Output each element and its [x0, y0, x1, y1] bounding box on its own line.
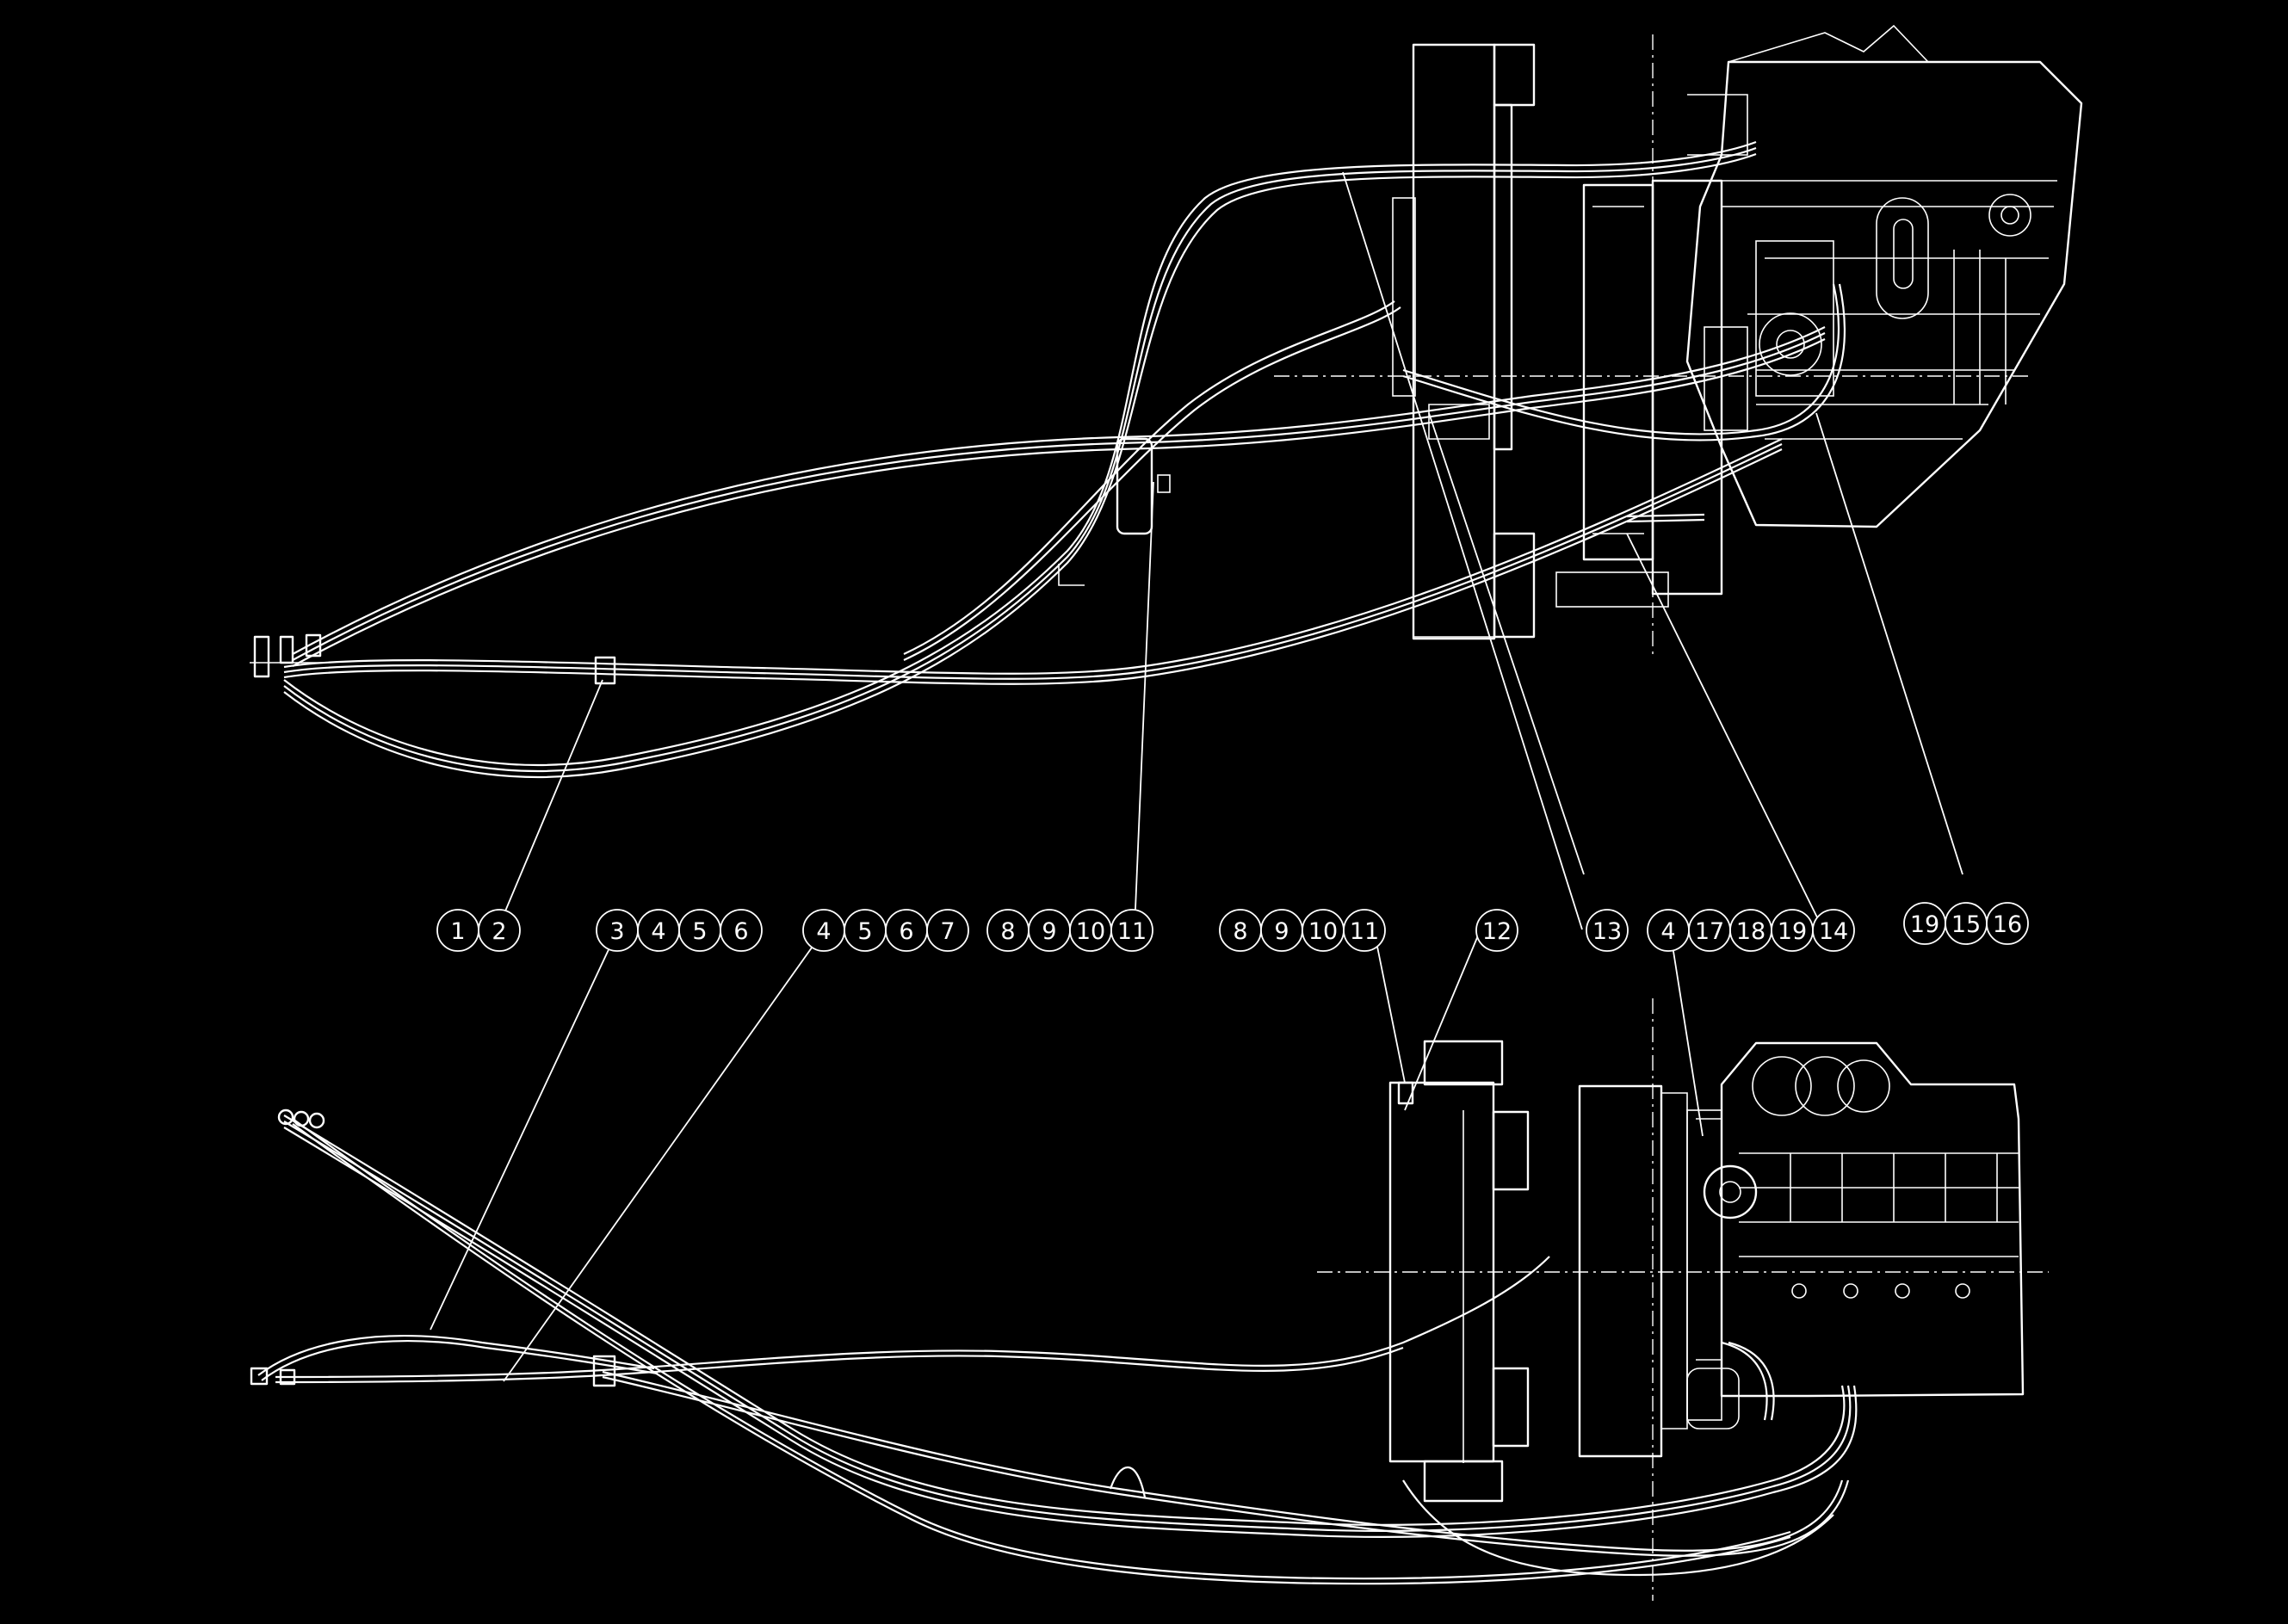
top-engine: [1685, 24, 2083, 528]
leader-lines: [430, 171, 1963, 1382]
callout-number: 9: [1274, 918, 1289, 945]
callout-number: 5: [692, 918, 707, 945]
bottom-engine: [1686, 1041, 2025, 1429]
top-hoses: [250, 140, 1846, 778]
callout-number: 16: [1993, 911, 2022, 938]
callout-circle: [1812, 909, 1855, 952]
callout-number: 14: [1819, 918, 1848, 945]
callout-number: 12: [1482, 918, 1512, 945]
callout-group-g7: 13: [1586, 909, 1629, 952]
callout-circle: [1986, 902, 2029, 945]
callout-circle: [1110, 909, 1153, 952]
callout-circle: [1343, 909, 1386, 952]
callout-number: 8: [1233, 918, 1247, 945]
callout-number: 18: [1736, 918, 1765, 945]
callout-number: 17: [1695, 918, 1724, 945]
top-radiator: [1392, 43, 1536, 640]
callout-number: 2: [492, 918, 506, 945]
bottom-hoses: [250, 1081, 1858, 1585]
callout-number: 4: [651, 918, 665, 945]
callout-number: 10: [1076, 918, 1105, 945]
callout-number: 10: [1308, 918, 1338, 945]
callout-number: 6: [733, 918, 748, 945]
callout-circle: [1586, 909, 1629, 952]
top-view: [250, 24, 2083, 778]
callout-number: 19: [1778, 918, 1807, 945]
callout-number: 4: [1660, 918, 1675, 945]
callout-number: 11: [1350, 918, 1379, 945]
bottom-view: [250, 998, 2049, 1601]
top-fan-shroud: [1555, 179, 1723, 608]
bottom-radiator: [1388, 1040, 1530, 1503]
callout-number: 11: [1117, 918, 1147, 945]
callout-number: 9: [1042, 918, 1056, 945]
callout-number: 3: [609, 918, 624, 945]
callout-circle: [1475, 909, 1518, 952]
callout-group-g6: 12: [1475, 909, 1518, 952]
callout-group-g9: 19 15 16: [1903, 902, 2029, 945]
callout-circle: [478, 909, 521, 952]
callout-number: 6: [899, 918, 913, 945]
callout-number: 5: [857, 918, 872, 945]
callout-group-g8: 4 17 18 19 14: [1647, 909, 1855, 952]
bottom-fan-shroud: [1578, 1084, 1722, 1458]
callout-number: 1: [450, 918, 465, 945]
callout-number: 8: [1000, 918, 1015, 945]
callout-circle: [720, 909, 763, 952]
callout-number: 13: [1592, 918, 1622, 945]
callout-number: 4: [816, 918, 831, 945]
callout-number: 19: [1910, 911, 1939, 938]
callout-number: 7: [940, 918, 955, 945]
callout-number: 15: [1951, 911, 1981, 938]
callout-circle: [926, 909, 969, 952]
